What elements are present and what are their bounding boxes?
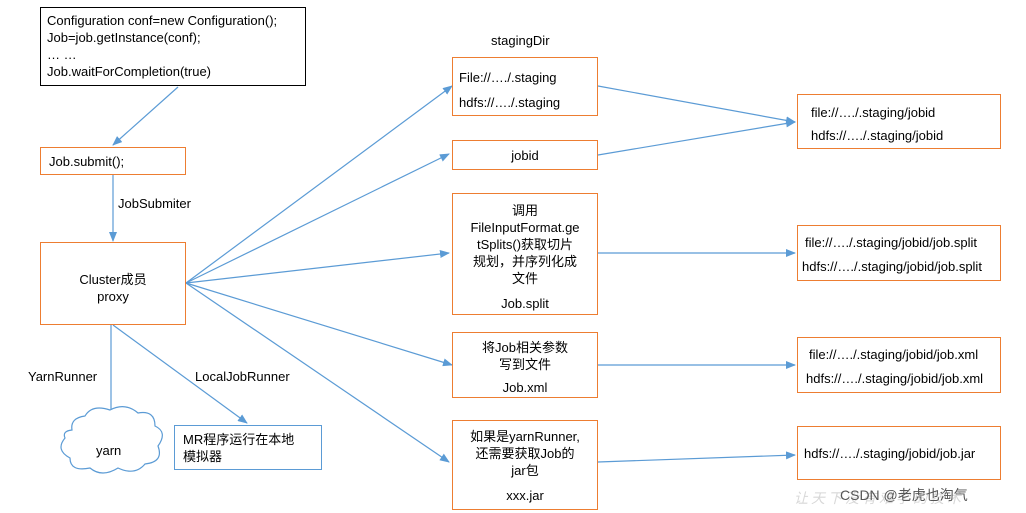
- jobsubmiter-label: JobSubmiter: [118, 196, 191, 211]
- jar-file: xxx.jar: [506, 488, 544, 503]
- yarnrunner-label: YarnRunner: [28, 369, 98, 384]
- split-file: Job.split: [501, 296, 549, 311]
- code-line-2: Job=job.getInstance(conf);: [47, 30, 201, 45]
- mr-local-line-1: MR程序运行在本地: [183, 432, 295, 447]
- jar-line-2: 还需要获取Job的: [475, 446, 575, 461]
- yarn-cloud-label: yarn: [96, 443, 122, 458]
- out-split-line-2: hdfs://…./.staging/jobid/job.split: [802, 259, 982, 274]
- arrow-cluster-to-local: [112, 324, 248, 424]
- cluster-proxy-box: Cluster成员 proxy: [40, 242, 186, 325]
- jobid-box: jobid: [452, 140, 598, 170]
- arrow-jobid-to-out: [597, 119, 796, 156]
- xml-line-1: 将Job相关参数: [482, 340, 568, 355]
- staging-line-2: hdfs://…./.staging: [459, 95, 561, 110]
- stagingdir-label: stagingDir: [491, 33, 550, 48]
- staging-dir-box: File://…./.staging hdfs://…./.staging: [452, 57, 598, 116]
- mr-local-line-2: 模拟器: [183, 449, 223, 464]
- arrow-cluster-to-jar: [185, 282, 450, 463]
- xml-box: 将Job相关参数 写到文件 Job.xml: [452, 332, 598, 398]
- code-line-4: Job.waitForCompletion(true): [47, 64, 212, 79]
- out-split-box: file://…./.staging/jobid/job.split hdfs:…: [797, 225, 1001, 281]
- code-line-3: … …: [47, 47, 77, 62]
- localjobrunner-label: LocalJobRunner: [195, 369, 290, 384]
- jobid-text: jobid: [511, 148, 539, 163]
- code-line-1: Configuration conf=new Configuration();: [47, 13, 278, 28]
- arrow-staging-to-out: [597, 85, 796, 125]
- out-split-line-1: file://…./.staging/jobid/job.split: [805, 235, 977, 250]
- faint-watermark: 让天下没有难学的技术: [794, 490, 964, 506]
- jar-line-1: 如果是yarnRunner,: [470, 429, 580, 444]
- arrow-jar-to-out: [597, 451, 796, 463]
- out-xml-box: file://…./.staging/jobid/job.xml hdfs://…: [797, 337, 1001, 393]
- jar-line-3: jar包: [511, 463, 539, 478]
- out-jar-box: hdfs://…./.staging/jobid/job.jar: [797, 426, 1001, 480]
- out-jobid-line-2: hdfs://…./.staging/jobid: [811, 128, 944, 143]
- split-line-2: FileInputFormat.ge: [470, 220, 580, 235]
- arrow-code-to-submit: [112, 86, 179, 146]
- cluster-line-2: proxy: [97, 289, 129, 304]
- job-submit-text: Job.submit();: [49, 154, 125, 169]
- xml-file: Job.xml: [502, 380, 548, 395]
- arrow-cluster-to-jobid: [185, 153, 450, 284]
- out-jobid-line-1: file://…./.staging/jobid: [811, 105, 936, 120]
- arrow-cluster-to-xml: [185, 282, 453, 367]
- out-jar-line-1: hdfs://…./.staging/jobid/job.jar: [804, 446, 976, 461]
- staging-line-1: File://…./.staging: [459, 70, 557, 85]
- code-box: Configuration conf=new Configuration(); …: [40, 7, 306, 86]
- out-xml-line-2: hdfs://…./.staging/jobid/job.xml: [806, 371, 984, 386]
- out-jobid-box: file://…./.staging/jobid hdfs://…./.stag…: [797, 94, 1001, 149]
- jar-box: 如果是yarnRunner, 还需要获取Job的 jar包 xxx.jar: [452, 420, 598, 510]
- yarn-cloud-shape: [60, 406, 163, 474]
- xml-line-2: 写到文件: [498, 357, 551, 372]
- out-xml-line-1: file://…./.staging/jobid/job.xml: [809, 347, 979, 362]
- job-submit-box: Job.submit();: [40, 147, 186, 175]
- cluster-line-1: Cluster成员: [79, 272, 147, 287]
- split-line-5: 文件: [511, 271, 538, 286]
- split-box: 调用 FileInputFormat.ge tSplits()获取切片 规划，并…: [452, 193, 598, 315]
- csdn-watermark: CSDN @老虎也淘气: [840, 487, 968, 503]
- split-line-4: 规划，并序列化成: [472, 254, 577, 269]
- arrow-cluster-to-split: [185, 250, 450, 284]
- mr-local-box: MR程序运行在本地 模拟器: [174, 425, 322, 470]
- arrow-cluster-to-staging: [185, 85, 453, 284]
- split-line-3: tSplits()获取切片: [476, 237, 574, 252]
- split-line-1: 调用: [511, 203, 538, 218]
